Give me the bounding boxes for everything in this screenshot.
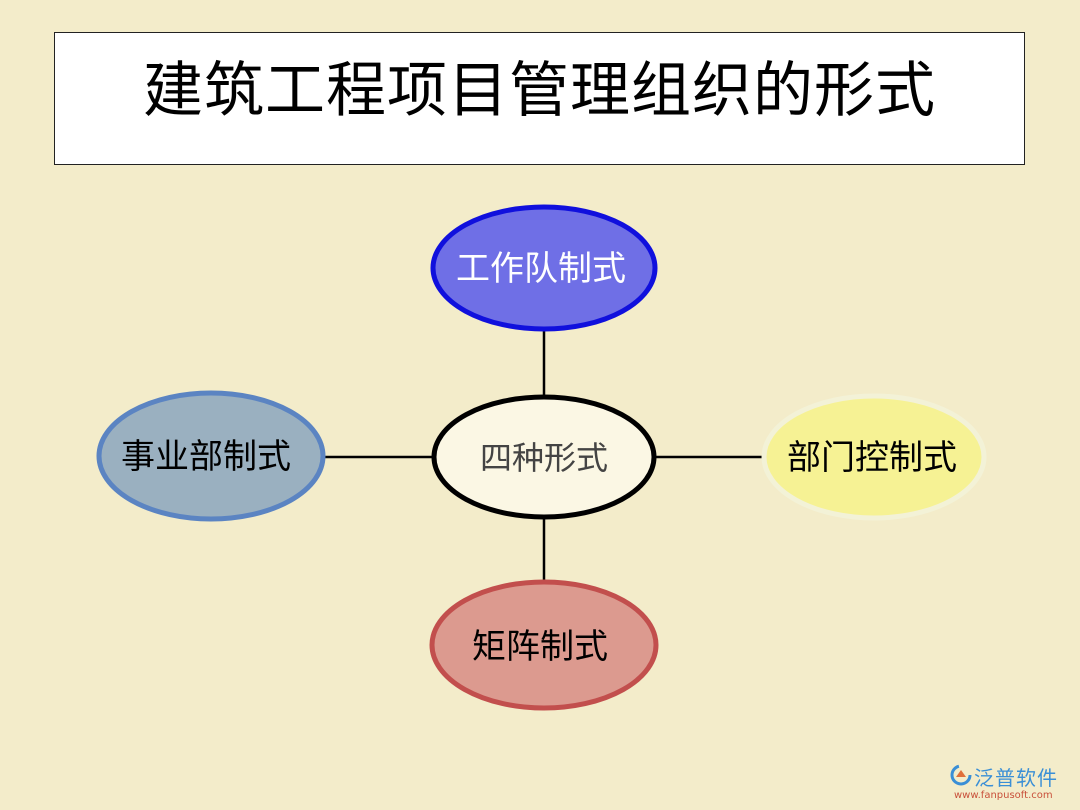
- watermark-url: www.fanpusoft.com: [954, 790, 1053, 801]
- title-box: 建筑工程项目管理组织的形式: [54, 32, 1025, 165]
- node-center: 四种形式: [431, 394, 657, 520]
- node-top-label: 工作队制式: [456, 249, 626, 289]
- node-bottom-label: 矩阵制式: [472, 627, 608, 667]
- node-top: 工作队制式: [430, 204, 658, 332]
- node-center-label: 四种形式: [480, 439, 608, 477]
- node-left: 事业部制式: [96, 390, 326, 522]
- node-right-label: 部门控制式: [787, 438, 957, 478]
- node-right: 部门控制式: [761, 393, 987, 521]
- fanpu-logo-icon: [950, 764, 972, 786]
- node-left-label: 事业部制式: [121, 437, 291, 477]
- node-bottom: 矩阵制式: [429, 579, 659, 711]
- watermark: 泛普软件 www.fanpusoft.com: [944, 760, 1074, 804]
- page-title: 建筑工程项目管理组织的形式: [143, 56, 936, 126]
- watermark-name: 泛普软件: [974, 766, 1058, 790]
